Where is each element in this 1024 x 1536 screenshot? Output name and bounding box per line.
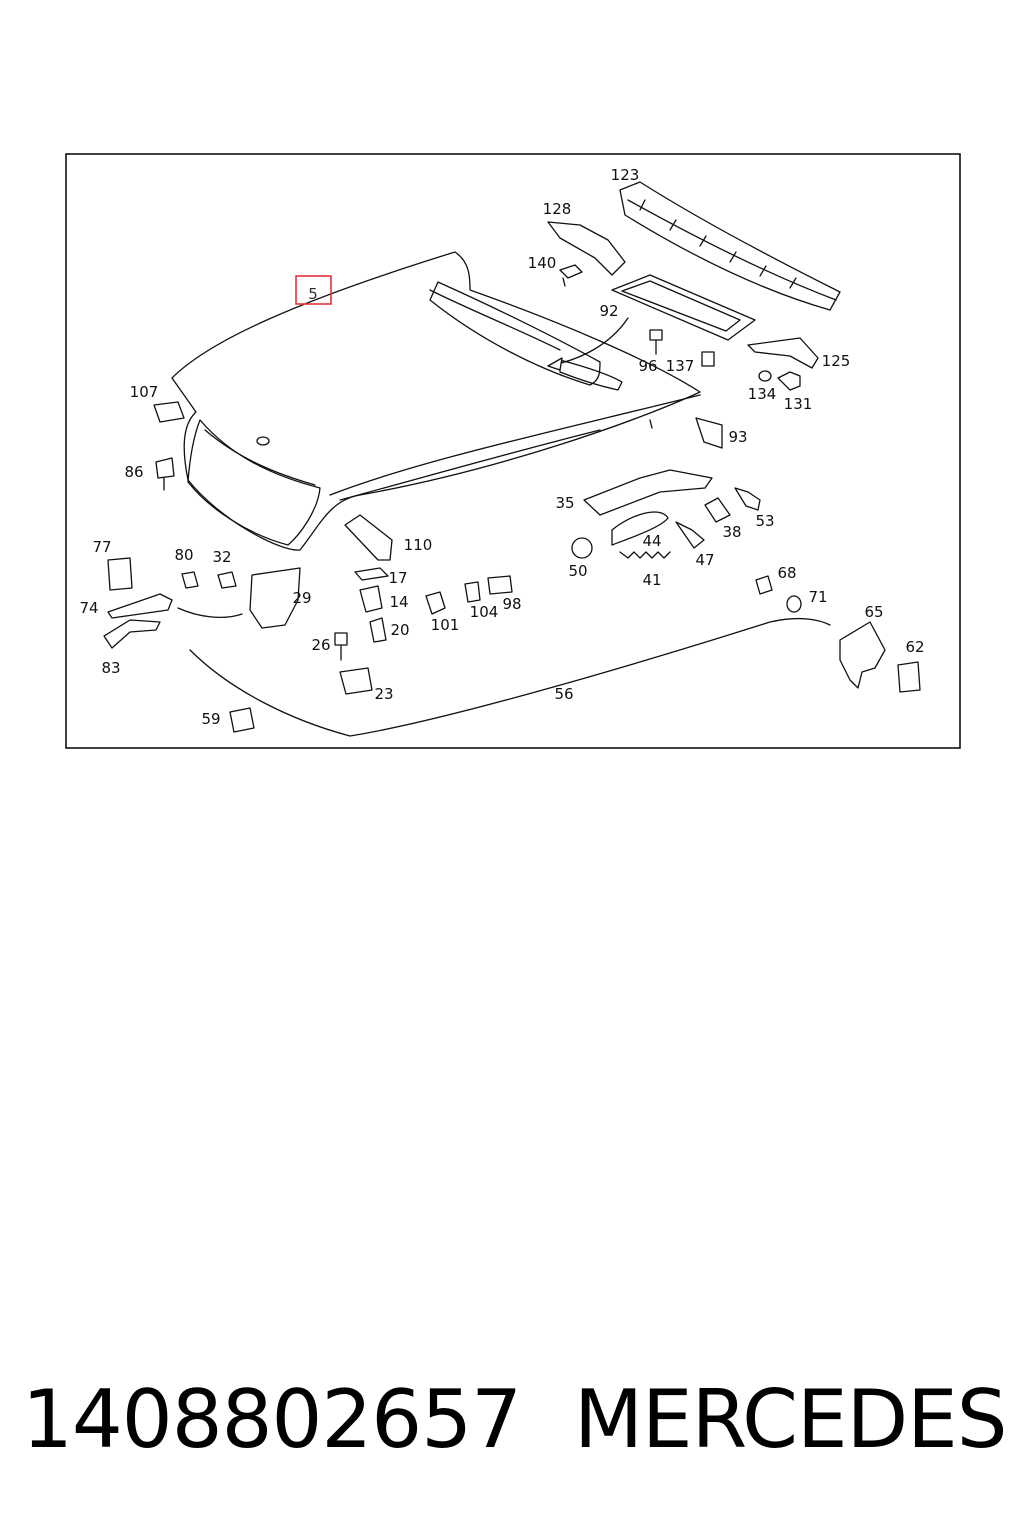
callout-123: 123 — [611, 166, 640, 184]
callout-32: 32 — [212, 548, 231, 566]
callout-110: 110 — [404, 536, 433, 554]
callout-17: 17 — [388, 569, 407, 587]
cowl-panel-drawing — [619, 181, 841, 311]
callout-80: 80 — [174, 546, 193, 564]
gear-50-drawing — [571, 537, 593, 559]
latch-29-drawing — [249, 567, 301, 629]
callout-14: 14 — [389, 593, 408, 611]
fastener-137-drawing — [701, 351, 715, 367]
part-68-drawing — [755, 575, 773, 595]
callout-104: 104 — [470, 603, 499, 621]
spring-41-drawing — [619, 551, 671, 559]
callout-83: 83 — [101, 659, 120, 677]
bracket-125-drawing — [747, 337, 819, 369]
fastener-96-drawing — [649, 329, 663, 355]
callout-20: 20 — [390, 621, 409, 639]
callout-77: 77 — [92, 538, 111, 556]
part-101-drawing — [425, 591, 446, 615]
part-17-drawing — [354, 567, 389, 581]
bolt-53-drawing — [734, 487, 761, 511]
pin-26-drawing — [334, 632, 348, 661]
callout-59: 59 — [201, 710, 220, 728]
lever-74-drawing — [107, 593, 173, 619]
holder-59-drawing — [229, 707, 255, 733]
callout-128: 128 — [543, 200, 572, 218]
diagram-frame — [65, 153, 961, 749]
brand-name: MERCEDES — [574, 1373, 1008, 1466]
hinge-35-drawing — [583, 469, 713, 516]
bolt-47-drawing — [675, 521, 705, 549]
bracket-128-drawing — [547, 221, 626, 276]
strap-44-drawing — [611, 511, 669, 546]
callout-134: 134 — [748, 385, 777, 403]
washer-134-drawing — [758, 370, 772, 382]
callout-68: 68 — [777, 564, 796, 582]
callout-41: 41 — [642, 571, 661, 589]
callout-35: 35 — [555, 494, 574, 512]
hood-drawing — [171, 251, 701, 551]
arrow-74-to-29 — [177, 607, 243, 618]
bumper-107-drawing — [153, 401, 185, 423]
clip-77-drawing — [107, 557, 133, 591]
callout-137: 137 — [666, 357, 695, 375]
part-number: 1408802657 — [22, 1373, 522, 1466]
spacer-38-drawing — [704, 497, 731, 523]
callout-23: 23 — [374, 685, 393, 703]
callout-74: 74 — [79, 599, 98, 617]
callout-71: 71 — [808, 588, 827, 606]
callout-131: 131 — [784, 395, 813, 413]
callout-47: 47 — [695, 551, 714, 569]
highlighted-callout-label: 5 — [308, 285, 318, 303]
screw-131-drawing — [777, 371, 801, 391]
callout-44: 44 — [642, 532, 661, 550]
callout-93: 93 — [728, 428, 747, 446]
callout-140: 140 — [528, 254, 557, 272]
part-71-drawing — [786, 595, 802, 613]
callout-125: 125 — [822, 352, 851, 370]
part-14-drawing — [359, 585, 383, 613]
cable-56-drawing — [189, 617, 831, 737]
callout-26: 26 — [311, 636, 330, 654]
callout-53: 53 — [755, 512, 774, 530]
seal-frame-drawing — [611, 274, 756, 341]
callout-96: 96 — [638, 357, 657, 375]
bolt-32-drawing — [217, 571, 237, 589]
callout-107: 107 — [130, 383, 159, 401]
callout-50: 50 — [568, 562, 587, 580]
release-handle-65-drawing — [839, 621, 886, 689]
reinforcement-110-drawing — [344, 514, 393, 561]
part-104-drawing — [464, 581, 481, 603]
stop-86-drawing — [155, 457, 175, 491]
callout-56: 56 — [554, 685, 573, 703]
callout-92: 92 — [599, 302, 618, 320]
clip-80-drawing — [181, 571, 199, 589]
callout-101: 101 — [431, 616, 460, 634]
callout-38: 38 — [722, 523, 741, 541]
callout-98: 98 — [502, 595, 521, 613]
rivet-140-drawing — [559, 264, 583, 287]
callout-62: 62 — [905, 638, 924, 656]
callout-29: 29 — [292, 589, 311, 607]
part-20-drawing — [369, 617, 387, 643]
pad-93-drawing — [695, 417, 723, 449]
callout-86: 86 — [124, 463, 143, 481]
bracket-83-drawing — [103, 619, 161, 649]
clip-62-drawing — [897, 661, 921, 693]
callout-65: 65 — [864, 603, 883, 621]
part-98-drawing — [487, 575, 513, 595]
highlighted-callout-box — [295, 275, 332, 305]
part-23-drawing — [339, 667, 373, 695]
